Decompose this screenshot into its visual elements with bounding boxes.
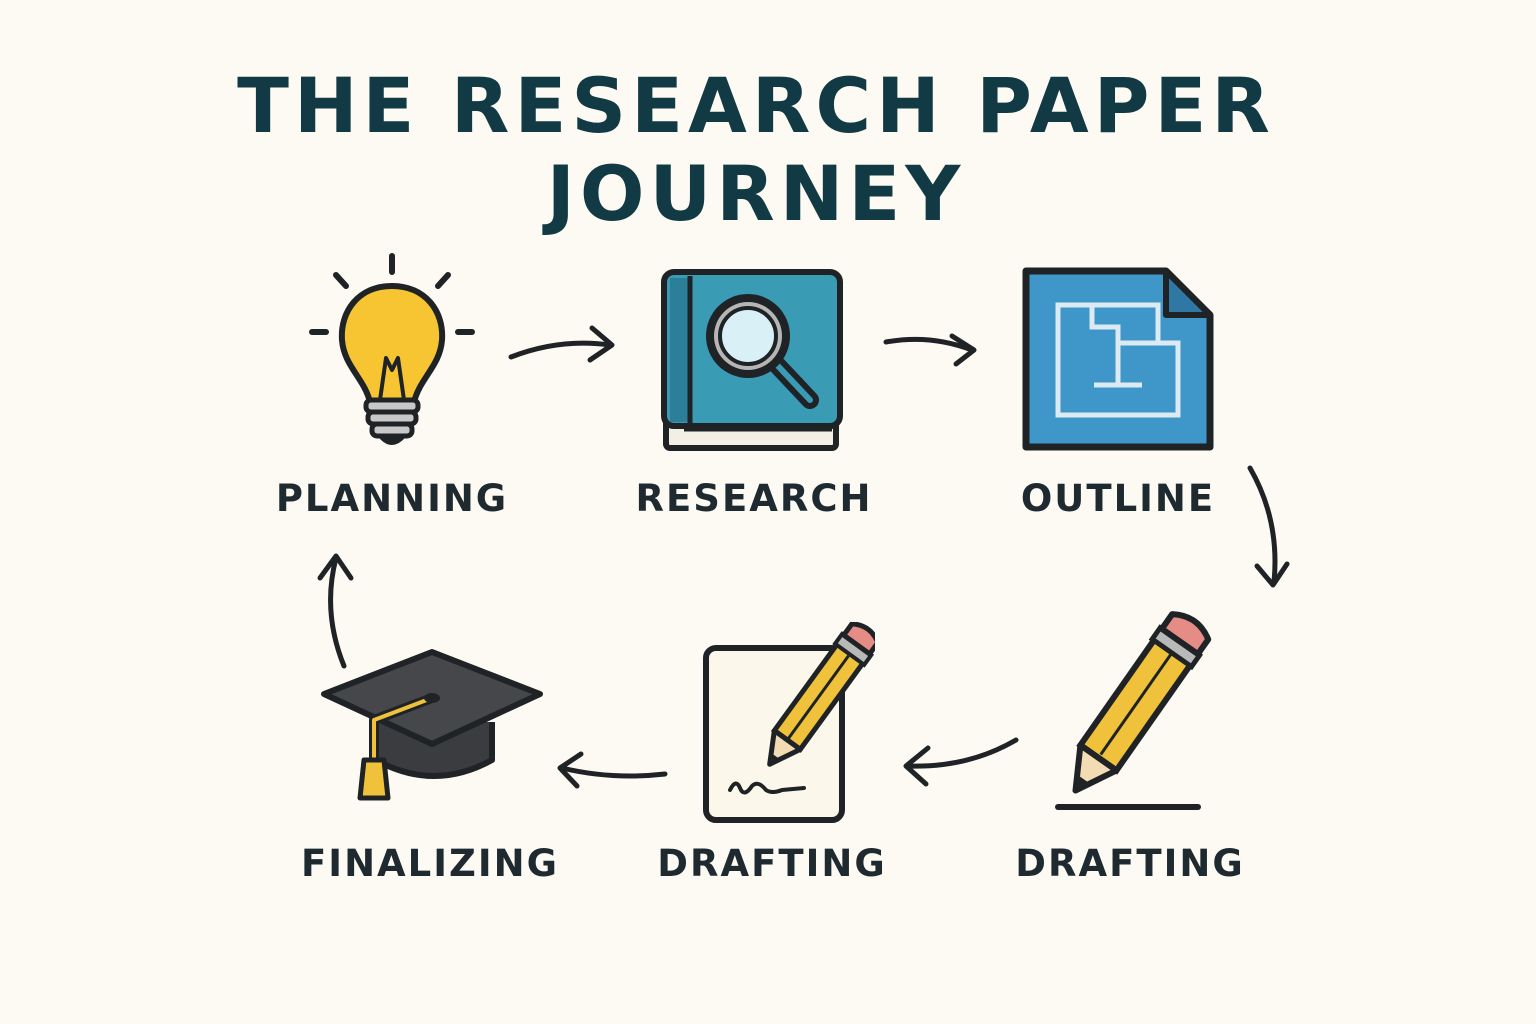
graduation-cap-icon — [318, 648, 548, 808]
arrow-outline-to-drafting — [1247, 465, 1290, 588]
title-line-1: THE RESEARCH PAPER — [237, 61, 1275, 150]
diagram-title: THE RESEARCH PAPER JOURNEY — [0, 62, 1512, 238]
step-label-drafting-1: DRAFTING — [1015, 842, 1245, 885]
step-label-research: RESEARCH — [635, 477, 873, 520]
title-line-2: JOURNEY — [546, 149, 966, 238]
pencil-icon — [1050, 605, 1220, 815]
book-magnifier-icon — [660, 268, 850, 458]
outline-document-icon — [1020, 265, 1216, 453]
step-label-finalizing: FINALIZING — [301, 842, 559, 885]
arrow-drafting-to-finalizing — [557, 751, 668, 789]
lightbulb-icon — [300, 250, 485, 455]
arrow-drafting-to-drafting — [903, 737, 1019, 787]
arrow-finalizing-to-planning — [317, 553, 354, 669]
pencil-paper-icon — [700, 621, 881, 827]
arrow-planning-to-research — [508, 325, 615, 363]
step-label-drafting-2: DRAFTING — [657, 842, 887, 885]
step-label-planning: PLANNING — [275, 477, 509, 520]
step-label-outline: OUTLINE — [1020, 477, 1216, 520]
arrow-research-to-outline — [883, 333, 977, 367]
